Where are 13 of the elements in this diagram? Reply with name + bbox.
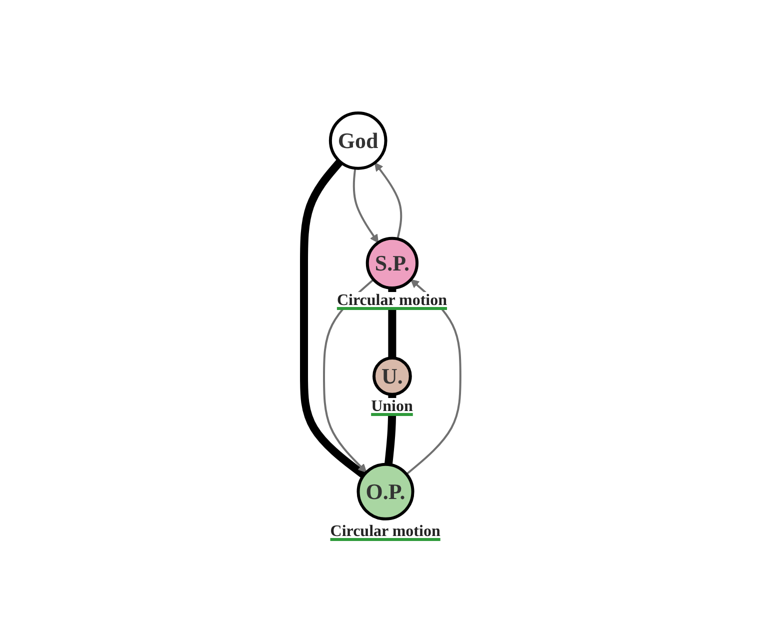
arrow: [352, 168, 378, 244]
node-circle: God: [328, 112, 388, 170]
node-caption: Union: [369, 398, 415, 416]
connector: [388, 288, 396, 358]
node-circle: O.P.: [356, 462, 414, 520]
node-circle: U.: [372, 356, 412, 396]
node-circle: S.P.: [366, 236, 418, 290]
arrow: [406, 279, 462, 476]
arrow: [374, 162, 402, 240]
connector: [300, 159, 366, 478]
arrow: [322, 278, 374, 473]
node-caption: Circular motion: [334, 292, 450, 310]
node-caption: Circular motion: [328, 522, 442, 541]
